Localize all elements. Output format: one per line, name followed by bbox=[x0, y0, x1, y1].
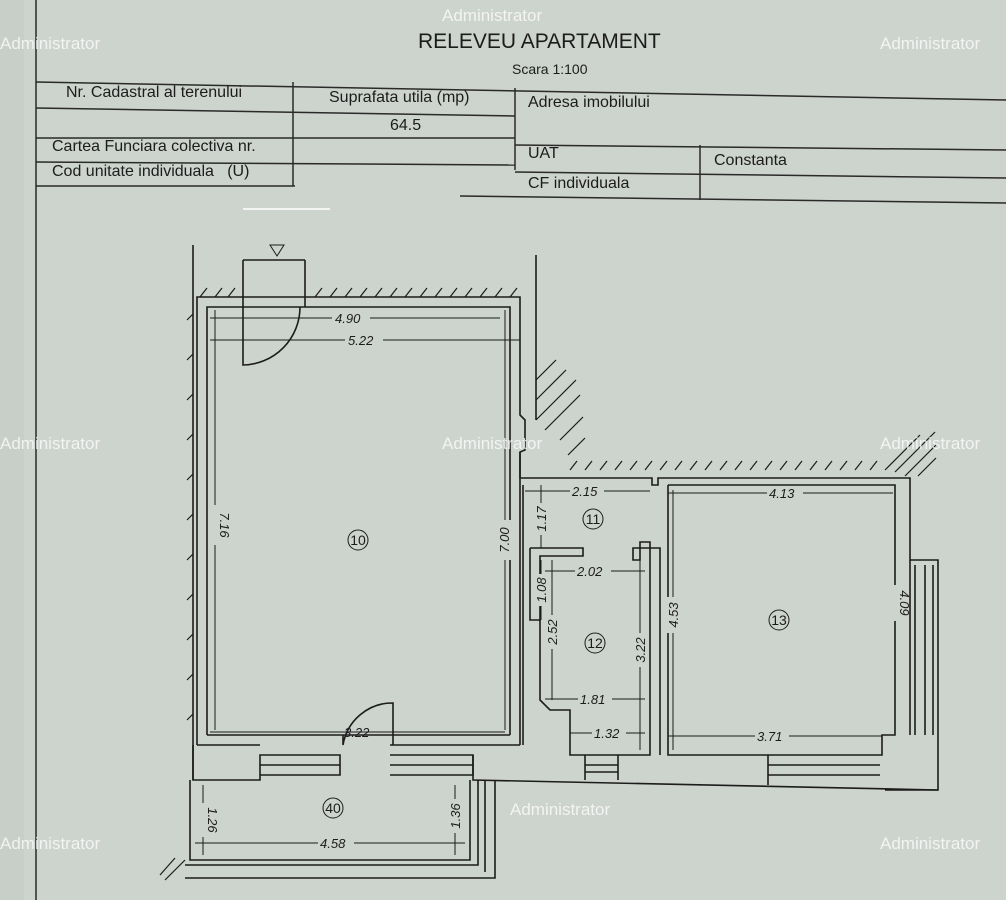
dim-label: 2.15 bbox=[571, 484, 598, 499]
dim-label: 4.09 bbox=[897, 590, 912, 615]
dim-label: 1.36 bbox=[448, 803, 463, 829]
room-number: 10 bbox=[350, 532, 366, 548]
surface-value: 64.5 bbox=[390, 117, 422, 134]
cod-unitate-label: Cod unitate individuala (U) bbox=[52, 163, 250, 180]
cf-individuala-label: CF individuala bbox=[528, 175, 630, 192]
watermark: Administrator bbox=[880, 434, 981, 453]
entrance-marker-icon bbox=[269, 244, 285, 257]
uat-label: UAT bbox=[528, 145, 559, 162]
cadastral-label: Nr. Cadastral al terenului bbox=[66, 84, 243, 101]
carte-funciara-label: Cartea Funciara colectiva nr. bbox=[52, 138, 256, 155]
watermark: Administrator bbox=[0, 34, 101, 53]
room-number: 11 bbox=[586, 511, 601, 527]
watermark: Administrator bbox=[442, 434, 543, 453]
room-number: 12 bbox=[587, 635, 603, 651]
wall-hatching bbox=[159, 287, 937, 881]
dim-label: 4.90 bbox=[335, 311, 361, 326]
dim-label: 1.26 bbox=[205, 807, 220, 833]
watermark: Administrator bbox=[0, 834, 101, 853]
dim-label: 3.22 bbox=[344, 725, 370, 740]
dim-label: 1.17 bbox=[534, 506, 549, 532]
dim-label: 3.22 bbox=[633, 637, 648, 663]
watermark: Administrator bbox=[510, 800, 611, 819]
room-40-walls bbox=[185, 702, 496, 879]
dim-label: 2.52 bbox=[545, 619, 560, 646]
dim-label: 4.58 bbox=[320, 836, 346, 851]
surface-label: Suprafata utila (mp) bbox=[329, 89, 470, 106]
room-10-walls bbox=[192, 245, 537, 780]
dim-label: 7.16 bbox=[217, 512, 232, 538]
dim-label: 1.32 bbox=[594, 726, 620, 741]
watermark: Administrator bbox=[0, 434, 101, 453]
header-table-grid bbox=[35, 0, 1006, 900]
dim-label: 4.13 bbox=[769, 486, 795, 501]
dimension-labels: 4.90 5.22 7.16 7.00 3.22 2.15 4.13 1.17 … bbox=[197, 311, 912, 851]
dim-label: 1.08 bbox=[534, 577, 549, 603]
watermark: Administrator bbox=[880, 34, 981, 53]
room-number: 13 bbox=[771, 612, 787, 628]
dim-label: 3.71 bbox=[757, 729, 782, 744]
dim-label: 2.02 bbox=[576, 564, 603, 579]
dim-label: 7.00 bbox=[497, 527, 512, 553]
watermark: Administrator bbox=[880, 834, 981, 853]
uat-value: Constanta bbox=[714, 152, 787, 169]
dim-label: 4.53 bbox=[666, 602, 681, 628]
dim-label: 1.81 bbox=[580, 692, 605, 707]
watermark: Administrator bbox=[442, 6, 543, 25]
document-title: RELEVEU APARTAMENT bbox=[418, 30, 661, 53]
scale-label: Scara 1:100 bbox=[512, 61, 588, 77]
rooms-11-12-13-walls bbox=[472, 452, 939, 791]
room-number: 40 bbox=[325, 800, 341, 816]
dim-label: 5.22 bbox=[348, 333, 374, 348]
address-label: Adresa imobilului bbox=[528, 94, 650, 111]
room-labels: 10 11 12 13 40 bbox=[322, 508, 790, 819]
